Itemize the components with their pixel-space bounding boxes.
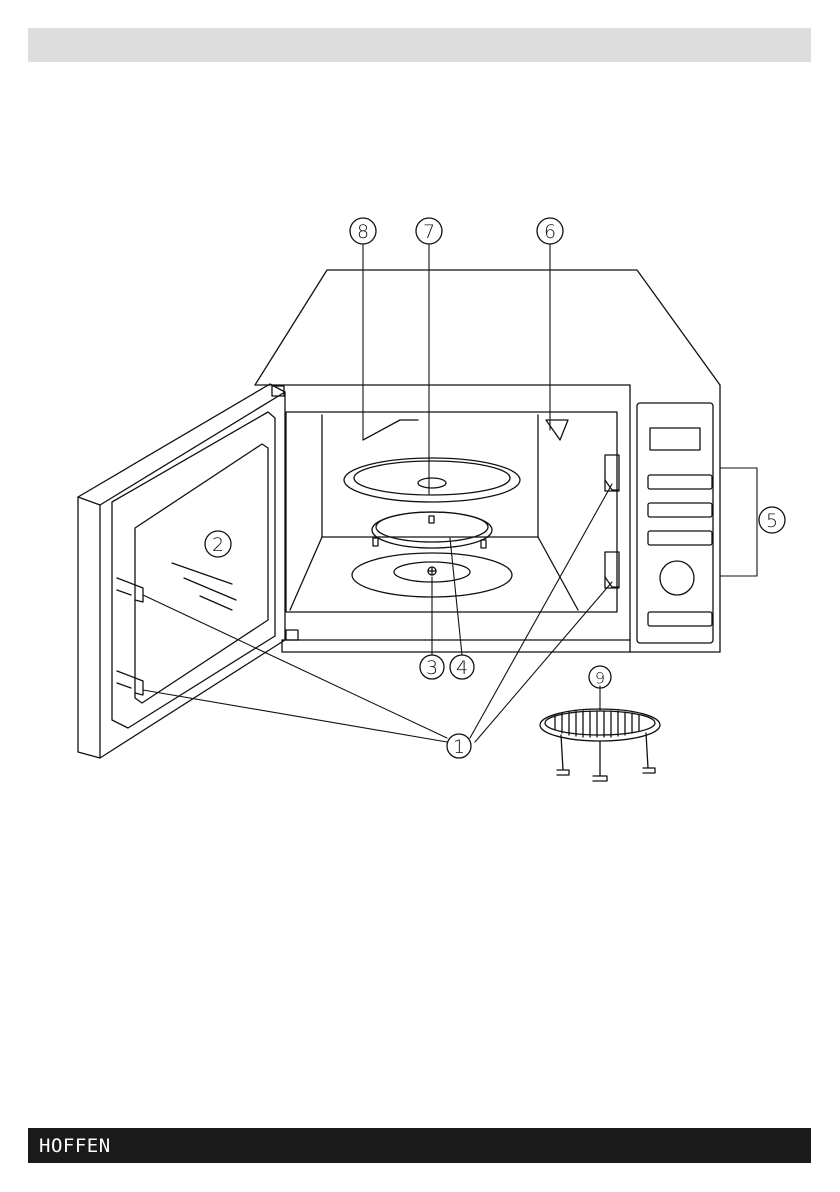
grill-rack xyxy=(540,709,660,781)
callout-label-1: 1 xyxy=(453,736,465,758)
waveguide-cover xyxy=(546,420,568,440)
callout-label-8: 8 xyxy=(357,221,369,243)
grill-heater xyxy=(363,420,418,440)
callout-label-4: 4 xyxy=(456,657,468,679)
glass-tray xyxy=(344,458,520,502)
callout-label-3: 3 xyxy=(426,657,438,679)
brand-name: HOFFEN xyxy=(39,1135,111,1157)
oven-cavity xyxy=(286,412,617,612)
callout-label-2: 2 xyxy=(212,534,224,556)
control-panel xyxy=(637,403,713,643)
callout-label-6: 6 xyxy=(544,221,556,243)
callout-label-5: 5 xyxy=(766,510,778,532)
footer-bar: HOFFEN xyxy=(28,1128,811,1163)
roller-ring xyxy=(372,512,492,548)
callout-label-9: 9 xyxy=(595,669,605,688)
oven-door xyxy=(78,384,298,758)
microwave-cabinet xyxy=(255,270,720,652)
callout-label-7: 7 xyxy=(423,221,435,243)
